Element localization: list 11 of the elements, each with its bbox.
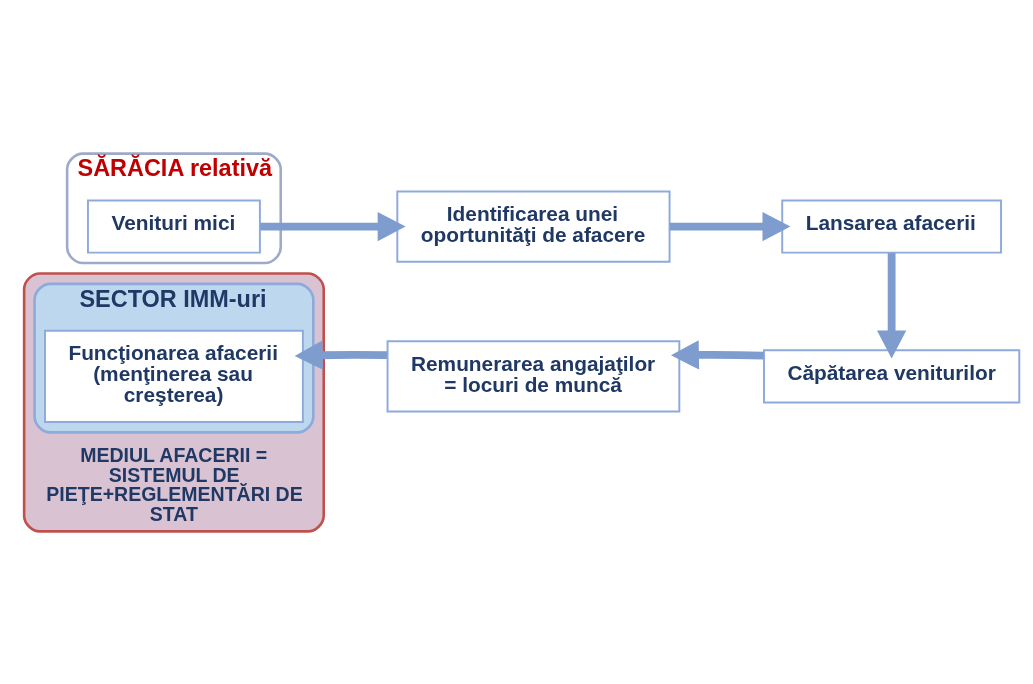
node-box: Funcţionarea afacerii (menţinerea sau creşterea) xyxy=(44,329,304,423)
arrow xyxy=(669,211,791,241)
node-box: Căpătarea veniturilor xyxy=(763,348,1021,403)
arrow xyxy=(876,252,907,358)
node-box: Remunerarea angajaţilor = locuri de muncă xyxy=(386,339,681,412)
arrow xyxy=(294,340,388,370)
arrow xyxy=(670,339,764,370)
arrow xyxy=(260,211,406,241)
node-box: Venituri mici xyxy=(87,199,261,254)
node-box: Identificarea unei oportunităţi de afacere xyxy=(396,189,671,263)
node-box: Lansarea afacerii xyxy=(781,199,1003,254)
